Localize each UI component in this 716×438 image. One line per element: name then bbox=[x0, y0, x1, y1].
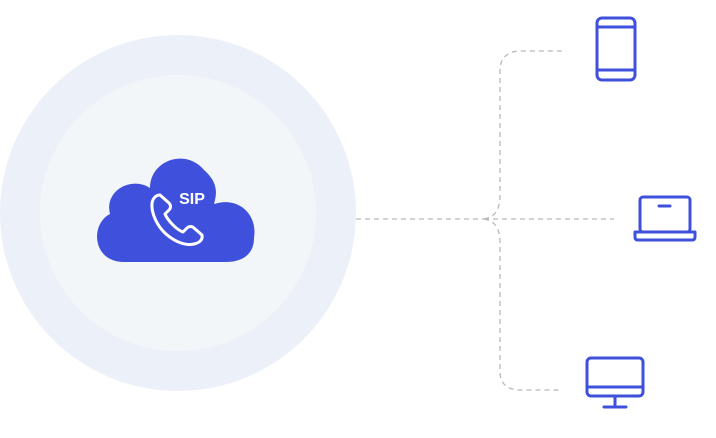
smartphone-icon bbox=[595, 16, 637, 82]
laptop-base bbox=[633, 230, 697, 242]
sip-cloud-phone-icon: SIP bbox=[97, 158, 255, 262]
cloud-shape bbox=[97, 158, 255, 262]
phone-handset-icon bbox=[150, 193, 204, 246]
smartphone-body bbox=[595, 16, 637, 82]
sip-label: SIP bbox=[179, 191, 205, 208]
monitor-screen bbox=[585, 356, 645, 398]
connector-branch-monitor bbox=[483, 218, 562, 391]
connector-branch-phone bbox=[483, 50, 562, 220]
laptop-screen bbox=[638, 195, 692, 234]
dashed-connectors bbox=[356, 50, 614, 391]
monitor-icon bbox=[585, 356, 645, 409]
laptop-icon bbox=[633, 195, 697, 242]
